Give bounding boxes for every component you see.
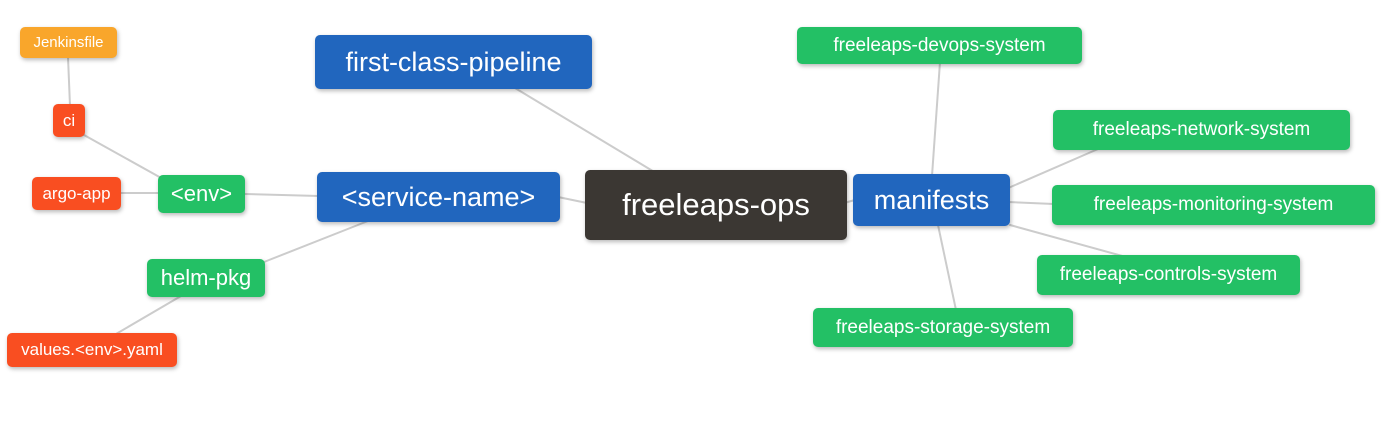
edge-manifests--freeleaps-devops-system — [931, 61, 941, 177]
mindmap-node-freeleaps-storage-system[interactable]: freeleaps-storage-system — [813, 308, 1073, 347]
edge-first-class-pipeline--freeleaps-ops — [514, 87, 657, 174]
edge-ci--env — [83, 134, 164, 180]
edge-values-env-yaml--helm-pkg — [115, 295, 182, 335]
edge-service-name--freeleaps-ops — [557, 196, 588, 204]
mindmap-node-freeleaps-network-system[interactable]: freeleaps-network-system — [1053, 110, 1350, 150]
mindmap-node-argo-app[interactable]: argo-app — [32, 177, 121, 210]
edge-manifests--freeleaps-storage-system — [937, 224, 957, 311]
mindmap-node-freeleaps-controls-system[interactable]: freeleaps-controls-system — [1037, 255, 1300, 295]
mindmap-node-manifests[interactable]: manifests — [853, 174, 1010, 226]
mindmap-node-freeleaps-devops-system[interactable]: freeleaps-devops-system — [797, 27, 1082, 64]
mindmap-node-values-env-yaml[interactable]: values.<env>.yaml — [7, 333, 177, 367]
edge-env--service-name — [244, 193, 320, 197]
mindmap-node-freeleaps-ops[interactable]: freeleaps-ops — [585, 170, 847, 240]
mindmap-node-jenkinsfile[interactable]: Jenkinsfile — [20, 27, 117, 58]
edge-manifests--freeleaps-network-system — [1005, 148, 1099, 190]
mindmap-node-env[interactable]: <env> — [158, 175, 245, 213]
mindmap-node-freeleaps-monitoring-system[interactable]: freeleaps-monitoring-system — [1052, 185, 1375, 225]
edge-helm-pkg--service-name — [263, 220, 369, 263]
edge-manifests--freeleaps-controls-system — [1009, 224, 1127, 258]
mindmap-node-first-class-pipeline[interactable]: first-class-pipeline — [315, 35, 592, 89]
mindmap-node-service-name[interactable]: <service-name> — [317, 172, 560, 222]
mindmap-node-helm-pkg[interactable]: helm-pkg — [147, 259, 265, 297]
edge-manifests--freeleaps-monitoring-system — [1007, 201, 1055, 205]
edge-jenkinsfile--ci — [67, 56, 71, 107]
mindmap-node-ci[interactable]: ci — [53, 104, 85, 137]
